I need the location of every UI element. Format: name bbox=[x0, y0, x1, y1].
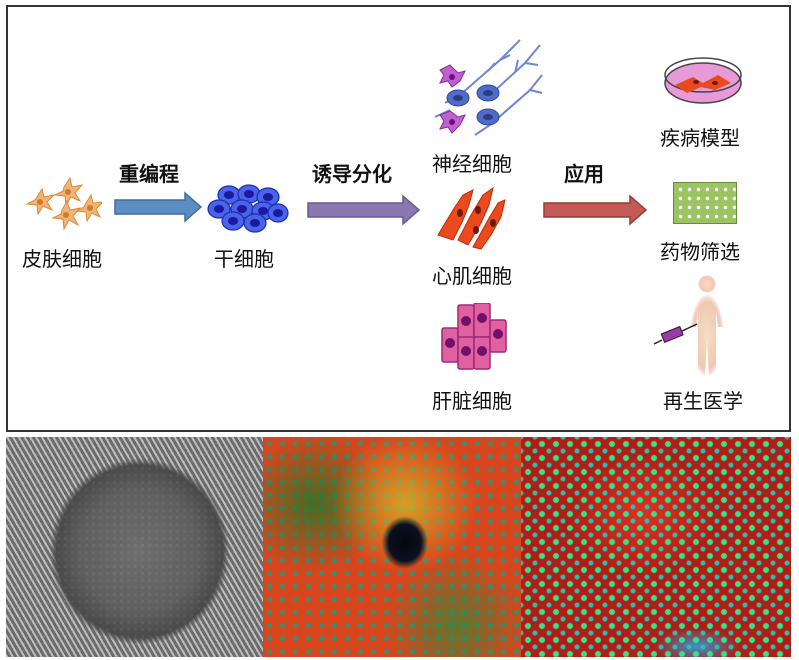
micrograph-panel bbox=[6, 437, 791, 657]
cardiomyocyte-icon bbox=[437, 186, 506, 250]
disease-model-label: 疾病模型 bbox=[660, 126, 740, 150]
fluorescence-photo-1 bbox=[263, 437, 521, 657]
cardiomyocyte-label: 心肌细胞 bbox=[432, 264, 512, 288]
induced-differentiation-label: 诱导分化 bbox=[312, 162, 392, 186]
reprogramming-arrow bbox=[114, 191, 203, 223]
hepatocyte-icon bbox=[441, 303, 507, 370]
stem-cells-icon bbox=[207, 184, 289, 233]
fluorescence-photo-2 bbox=[521, 437, 791, 657]
skin-cells-icon bbox=[25, 176, 102, 231]
diagram-frame bbox=[6, 5, 791, 432]
stem-cell-colony-photo bbox=[6, 437, 263, 657]
petri-dish-icon bbox=[664, 57, 742, 104]
drug-screening-label: 药物筛选 bbox=[660, 240, 740, 264]
skin-cells-label: 皮肤细胞 bbox=[22, 247, 102, 271]
differentiation-arrow bbox=[307, 194, 421, 226]
reprogramming-label: 重编程 bbox=[119, 162, 179, 186]
neuron-cells-label: 神经细胞 bbox=[432, 152, 512, 176]
stem-cells-label: 干细胞 bbox=[214, 247, 274, 271]
application-arrow bbox=[543, 194, 648, 226]
regenerative-medicine-label: 再生医学 bbox=[663, 389, 743, 413]
well-plate-icon bbox=[673, 182, 737, 224]
hepatocyte-label: 肝脏细胞 bbox=[432, 389, 512, 413]
human-body-syringe-icon bbox=[653, 275, 724, 377]
neuron-cells-icon bbox=[434, 39, 543, 136]
application-label: 应用 bbox=[564, 162, 604, 186]
